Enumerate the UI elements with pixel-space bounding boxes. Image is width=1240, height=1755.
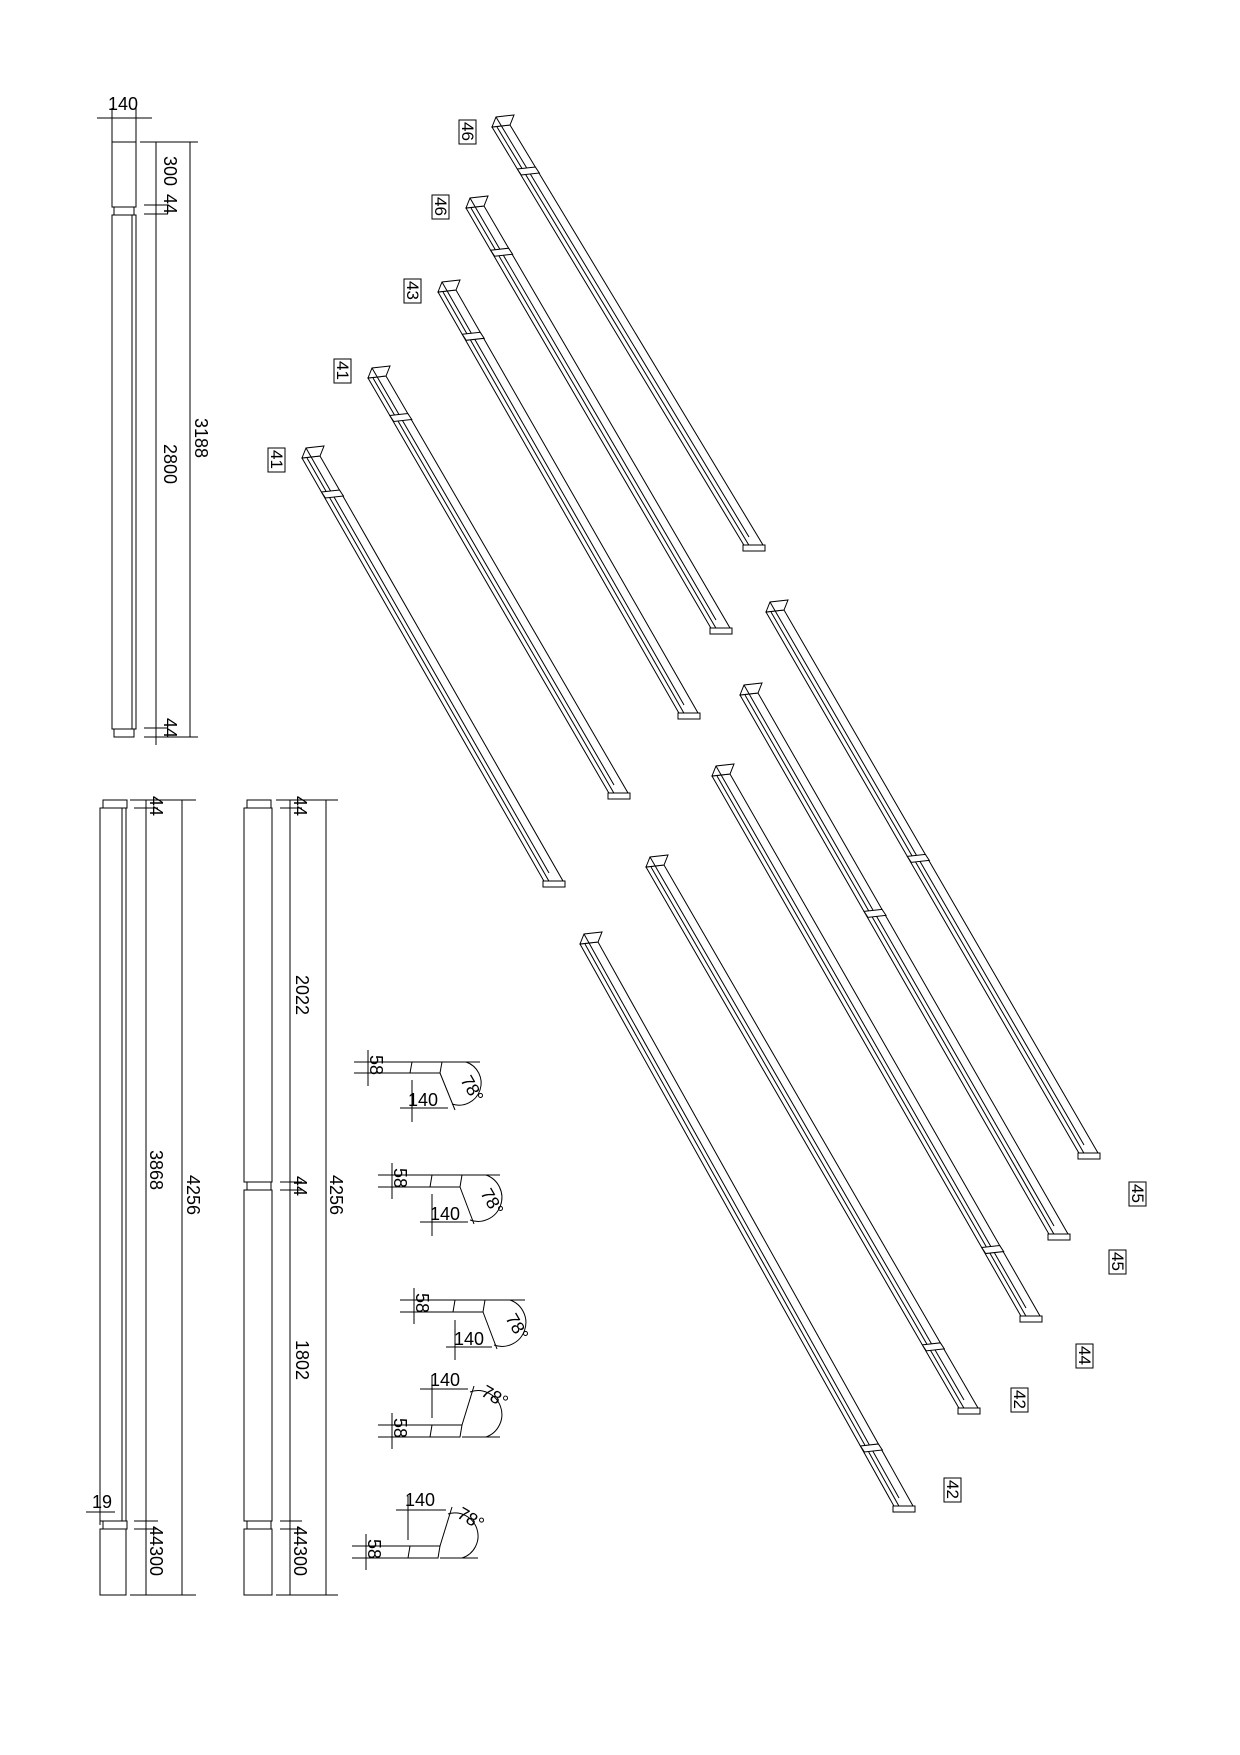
beam-46-a [465,195,733,635]
profile-b-end-block [99,1528,127,1596]
cut-2-depth: 58 [390,1168,410,1188]
beam-44 [711,763,1043,1323]
tag-lower-2-label: 42 [1010,1390,1029,1409]
tag-lower-3-label: 44 [1075,1346,1094,1365]
profile-b-seg-2: 3868 [146,1150,166,1190]
profile-a-seg-4: 44 [160,718,180,738]
cut-4-width: 140 [430,1370,460,1390]
profile-c-seg-2: 2022 [292,975,312,1015]
profile-a-seg-1: 300 [160,156,180,186]
profile-a: 140 300 44 2800 44 3188 [97,94,211,745]
beam-46-b [491,114,766,552]
cut-detail-5: 58 140 78° [352,1490,488,1570]
cut-1-angle: 78° [457,1072,488,1106]
upper-beam-group [301,114,766,888]
tag-upper-2: 41 [333,358,352,384]
cut-detail-3: 58 140 78° [400,1288,532,1360]
profile-a-width-label: 140 [108,94,138,114]
profile-c-segment-upper [243,807,273,1183]
beam-42-a [579,931,916,1513]
cut-4-depth: 58 [390,1418,410,1438]
beam-43 [437,279,701,720]
profile-b-seg-1: 44 [146,796,166,816]
cut-detail-4: 58 140 78° [378,1370,512,1449]
profile-b-seg-3: 44 [146,1526,166,1546]
profile-a-seg-3: 2800 [160,444,180,484]
cut-detail-2: 58 140 78° [378,1163,507,1236]
profile-b-seg-4: 300 [146,1546,166,1576]
tag-lower-4-label: 45 [1108,1252,1127,1271]
cut-3-depth: 58 [412,1293,432,1313]
profile-c-segment-lower [243,1189,273,1522]
tag-upper-5: 46 [458,119,477,145]
cut-5-depth: 58 [364,1539,384,1559]
tag-lower-5-label: 45 [1128,1184,1147,1203]
beam-45-b [765,599,1101,1160]
cut-1-depth: 58 [366,1055,386,1075]
tag-lower-2: 42 [1010,1387,1029,1413]
tag-upper-2-label: 41 [333,361,352,380]
cut-2-angle: 78° [477,1185,508,1219]
profile-a-total: 3188 [191,418,211,458]
cut-4-angle: 78° [478,1381,512,1412]
cut-1-width: 140 [408,1090,438,1110]
profile-c-seg-5: 44 [290,1526,310,1546]
tag-lower-3: 44 [1075,1343,1094,1369]
tag-upper-4-label: 46 [431,197,450,216]
profile-c-seg-4: 1802 [292,1340,312,1380]
beam-45-a [739,682,1071,1241]
tag-lower-1: 42 [943,1477,962,1503]
profile-c-seg-3: 44 [290,1176,310,1196]
cut-3-width: 140 [454,1329,484,1349]
cut-5-angle: 78° [454,1503,488,1534]
tag-lower-4: 45 [1108,1249,1127,1275]
tag-lower-5: 45 [1128,1181,1147,1207]
cut-2-width: 140 [430,1204,460,1224]
profile-c-total: 4256 [326,1175,346,1215]
tag-upper-1-label: 41 [267,450,286,469]
profile-c-seg-1: 44 [290,796,310,816]
beam-41-b [367,365,631,800]
cut-3-angle: 78° [502,1310,533,1344]
tag-upper-1: 41 [267,447,286,473]
tag-upper-5-label: 46 [458,122,477,141]
profile-c: 44 2022 44 1802 44 300 4256 [243,796,346,1596]
profile-a-seg-2: 44 [160,194,180,214]
profile-c-end-block [243,1528,273,1596]
beam-41-a [301,445,566,888]
cut-detail-1: 58 140 78° [354,1050,487,1122]
tag-upper-3-label: 43 [403,281,422,300]
lower-beam-group [579,599,1101,1513]
profile-a-end-block [111,141,137,208]
beam-42-b [645,854,981,1415]
cut-5-width: 140 [405,1490,435,1510]
profile-b-total: 4256 [183,1175,203,1215]
profile-b-thickness: 19 [92,1492,112,1512]
tag-upper-3: 43 [403,278,422,304]
profile-c-seg-6: 300 [290,1546,310,1576]
tag-lower-1-label: 42 [943,1480,962,1499]
tag-upper-4: 46 [431,194,450,220]
profile-b: 19 44 3868 44 300 4256 [86,796,203,1596]
